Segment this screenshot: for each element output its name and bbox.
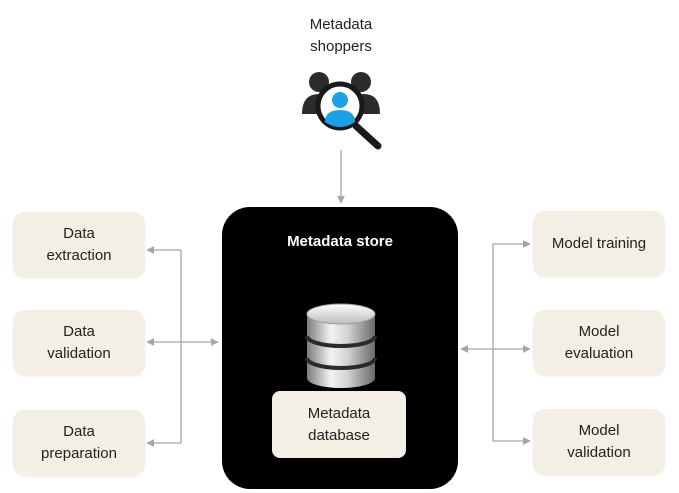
model-training-box: Model training [533,211,665,277]
metadata-database-label: Metadata database [307,404,371,444]
user-search-icon [298,62,386,150]
metadata-store: Metadata store Metadata database [222,207,458,489]
metadata-database-box: Metadata database [272,391,406,458]
data-preparation-box: Data preparation [13,410,145,476]
database-icon [305,303,377,388]
model-validation-box: Model validation [533,409,665,475]
model-evaluation-label: Model evaluation [564,323,634,362]
data-validation-box: Data validation [13,310,145,376]
data-extraction-label: Data extraction [46,225,112,264]
model-training-label: Model training [551,235,647,252]
model-validation-label: Model validation [567,422,631,461]
model-evaluation-box: Model evaluation [533,310,665,376]
data-extraction-box: Data extraction [13,212,145,278]
shoppers-label: Metadata shoppers [309,16,373,55]
data-validation-label: Data validation [47,323,111,362]
metadata-store-title: Metadata store [287,233,393,250]
data-preparation-label: Data preparation [41,423,117,462]
